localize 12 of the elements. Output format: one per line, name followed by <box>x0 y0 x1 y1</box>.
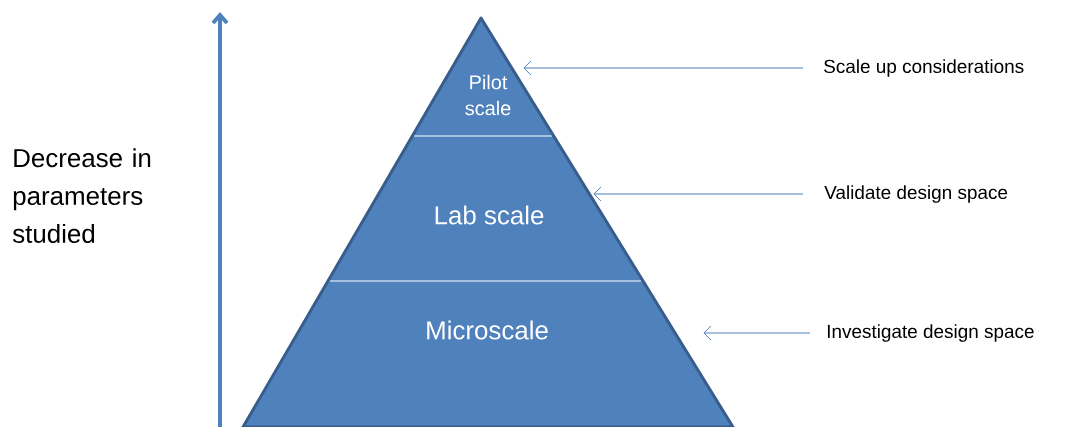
arrow <box>523 60 804 76</box>
annotation-text: Scale up considerations <box>824 59 1024 77</box>
arrow <box>593 186 804 202</box>
node-label: Pilot scale <box>465 74 511 116</box>
node-label: Lab scale <box>435 205 544 225</box>
annotation-text: Investigate design space <box>827 324 1034 342</box>
arrow <box>703 325 811 341</box>
pyramid-tier: Microscale <box>243 281 733 427</box>
annotation-text: Validate design space <box>824 185 1008 203</box>
pyramid-tier: Pilot scale <box>412 18 554 136</box>
node-label: Microscale <box>427 320 548 340</box>
axis-label: Decrease in parameters studied <box>12 148 151 243</box>
